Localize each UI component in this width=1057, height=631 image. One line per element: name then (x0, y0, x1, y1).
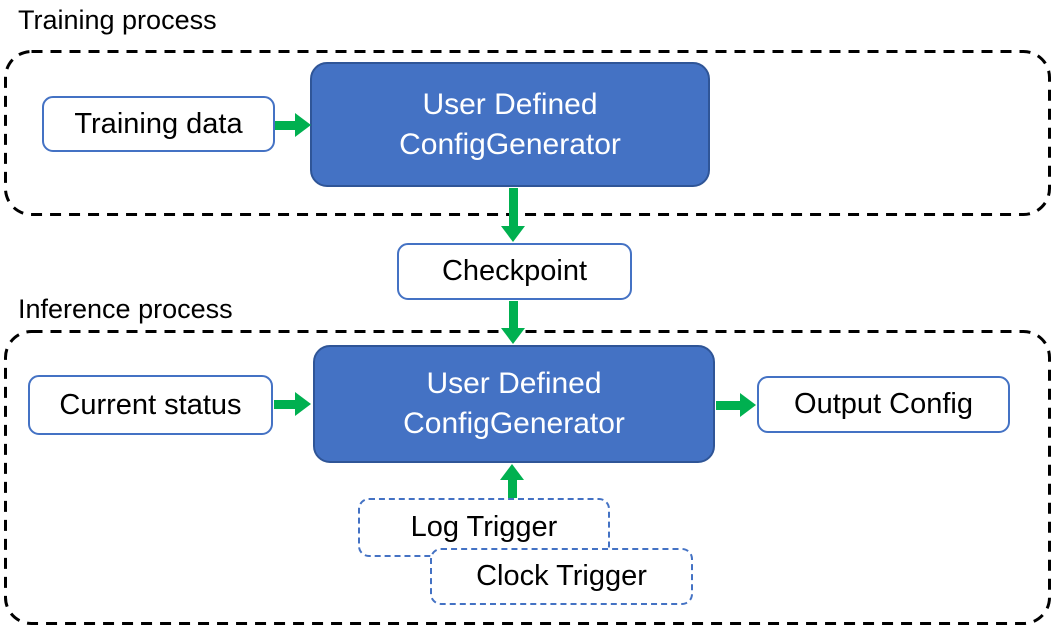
training-data-node: Training data (42, 96, 275, 152)
arrow-head-right-icon (295, 392, 311, 416)
arrow-head-right-icon (295, 113, 311, 137)
output-config-node: Output Config (757, 376, 1010, 433)
arrow-shaft (275, 121, 296, 130)
arrow-current-status-to-generator (274, 392, 311, 416)
training-process-label: Training process (18, 5, 217, 35)
log-trigger-label: Log Trigger (410, 511, 558, 543)
arrow-checkpoint-to-generator (501, 301, 525, 344)
config-generator-inference-node: User Defined ConfigGenerator (313, 345, 715, 463)
arrow-head-down-icon (501, 328, 525, 344)
inference-container-border (4, 330, 1051, 625)
arrow-head-down-icon (501, 226, 525, 242)
config-generator-training-node: User Defined ConfigGenerator (310, 62, 710, 187)
output-config-label: Output Config (794, 388, 973, 420)
arrow-shaft (509, 188, 518, 227)
arrow-triggers-to-generator (500, 464, 524, 498)
config-generator-training-line1: User Defined (422, 87, 598, 121)
arrow-head-up-icon (500, 464, 524, 480)
training-process-container (4, 50, 1051, 216)
current-status-node: Current status (28, 375, 273, 435)
inference-process-label: Inference process (18, 294, 233, 324)
config-generator-inference-line2: ConfigGenerator (403, 407, 625, 440)
clock-trigger-label: Clock Trigger (476, 560, 647, 592)
training-data-label: Training data (74, 107, 243, 140)
arrow-shaft (509, 301, 518, 329)
current-status-label: Current status (59, 388, 242, 421)
clock-trigger-node: Clock Trigger (430, 548, 693, 605)
config-generator-training-line2: ConfigGenerator (399, 127, 621, 161)
arrow-generator-to-checkpoint (501, 188, 525, 242)
arrow-shaft (508, 479, 517, 498)
training-container-border (4, 50, 1051, 216)
arrow-generator-to-output-config (716, 393, 756, 417)
arrow-shaft (716, 401, 741, 410)
checkpoint-node: Checkpoint (397, 243, 632, 300)
arrow-shaft (274, 400, 296, 409)
inference-process-container (4, 330, 1051, 625)
checkpoint-label: Checkpoint (441, 255, 588, 287)
arrow-training-data-to-generator (275, 113, 311, 137)
arrow-head-right-icon (740, 393, 756, 417)
config-generator-inference-line1: User Defined (426, 367, 602, 401)
